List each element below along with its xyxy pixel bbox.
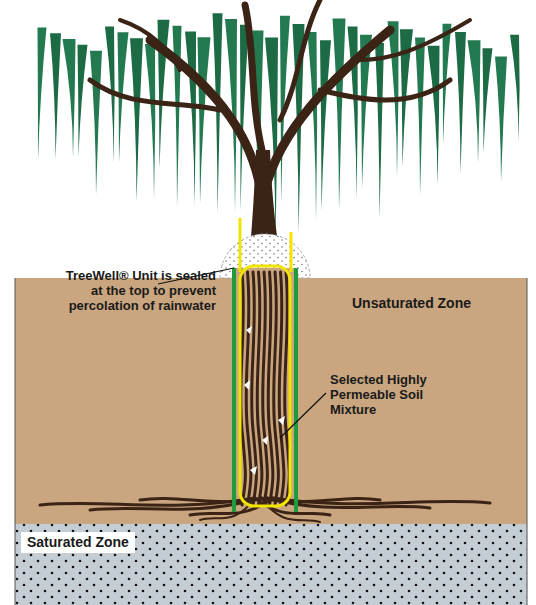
saturated-ground — [15, 524, 527, 605]
unsaturated-zone-band: Unsaturated Zone — [15, 278, 527, 524]
vent-tube — [239, 218, 242, 272]
willow-strand — [185, 31, 196, 206]
willow-strand — [333, 18, 346, 210]
willow-strand — [240, 25, 249, 211]
root — [140, 498, 267, 502]
willow-strand — [415, 37, 425, 196]
soil-grain — [250, 466, 257, 475]
well-fill — [234, 268, 296, 512]
willow-strand — [90, 51, 102, 196]
willow-strand — [483, 48, 493, 152]
frame-line — [15, 278, 16, 605]
treewell-liner — [240, 266, 290, 506]
soil-grain — [246, 326, 252, 334]
frame-line — [527, 278, 528, 605]
willow-strand — [308, 32, 318, 222]
willow-strand — [38, 27, 47, 160]
root — [274, 272, 279, 505]
root — [273, 498, 490, 504]
saturated-dots — [15, 524, 527, 605]
callout-soil-mixture: Selected Highly Permeable Soil Mixture — [330, 372, 448, 417]
soil-grain — [262, 436, 268, 445]
willow-strand — [375, 43, 384, 218]
root — [263, 272, 268, 505]
saturated-zone-band: Saturated Zone — [15, 524, 527, 605]
willow-strand — [50, 33, 61, 159]
willow-strand — [63, 39, 76, 158]
willow-strand — [78, 45, 88, 157]
root — [268, 272, 273, 505]
willow-strand — [468, 40, 481, 163]
leader-line — [280, 393, 326, 438]
soil-grain — [278, 416, 285, 425]
willow-strand — [348, 27, 358, 200]
willow-strand — [213, 13, 223, 213]
root — [261, 498, 320, 522]
callout-treewell: TreeWell® Unit is sealed at the top to p… — [58, 268, 216, 313]
willow-strand — [455, 32, 466, 174]
soil-grain — [244, 380, 250, 390]
willow-strand — [510, 35, 520, 142]
zone-label: Saturated Zone — [21, 532, 135, 553]
branches — [90, 0, 470, 200]
willow-strand — [130, 38, 143, 201]
willow-strand — [428, 46, 440, 186]
willow-strand — [495, 57, 507, 182]
zone-label: Unsaturated Zone — [352, 296, 471, 311]
willow-strand — [320, 40, 331, 211]
well-wall — [294, 268, 298, 512]
root — [279, 272, 284, 505]
well-wall — [232, 268, 236, 512]
willow-strand — [198, 37, 211, 204]
willow-strand — [145, 44, 155, 200]
root — [200, 498, 255, 520]
willow-canopy — [38, 13, 520, 249]
vent-tube — [290, 232, 293, 272]
root — [257, 272, 262, 505]
